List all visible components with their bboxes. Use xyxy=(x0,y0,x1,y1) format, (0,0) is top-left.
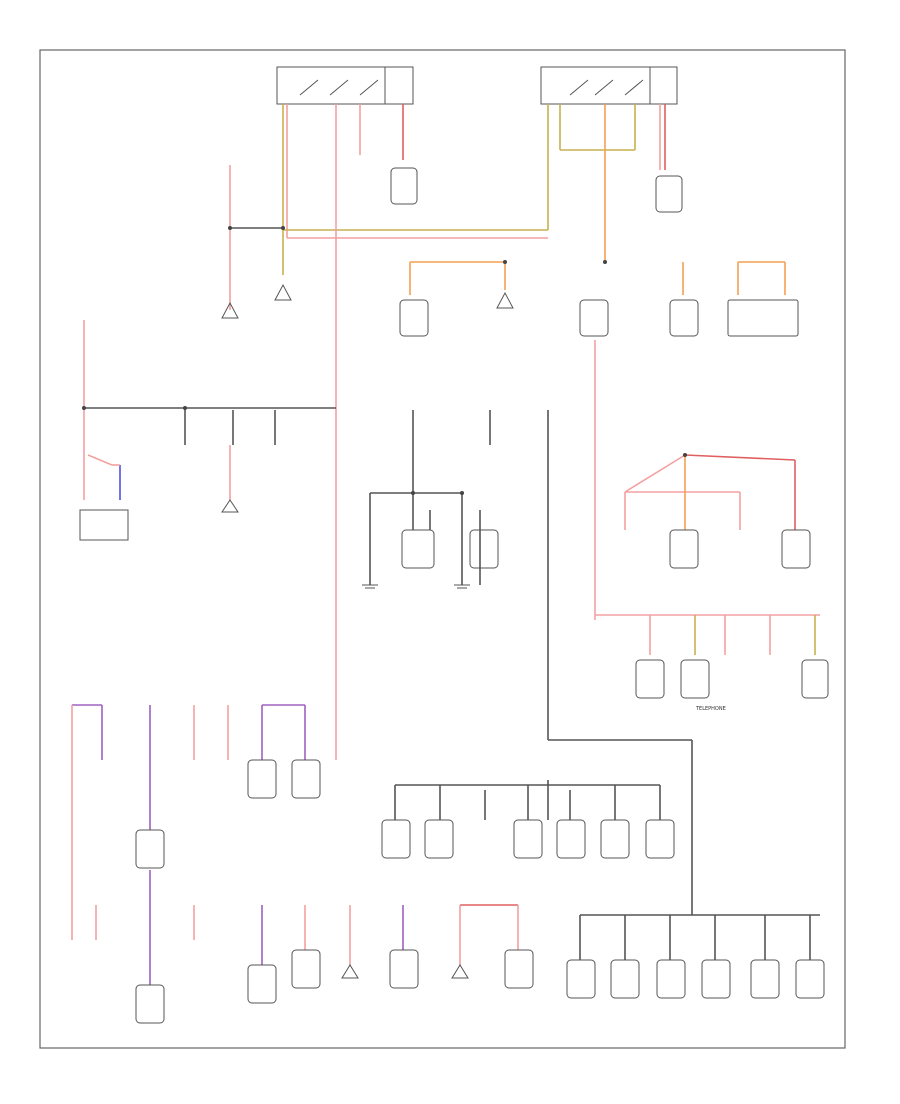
connector-top-row xyxy=(221,167,683,319)
lower-left-section xyxy=(71,704,534,1024)
label-telephone: TELEPHONE xyxy=(695,706,726,712)
lower-right-bus: TELEPHONE xyxy=(595,614,829,712)
orange-wiring-mid xyxy=(399,261,799,337)
relay-box-right xyxy=(540,66,678,105)
bottom-right-injectors xyxy=(566,914,825,999)
top-wiring xyxy=(229,104,666,760)
right-fuse-bus xyxy=(547,340,811,740)
left-fuse-bus xyxy=(79,320,336,541)
diagram-border xyxy=(39,49,846,1049)
injector-bus xyxy=(381,739,693,915)
oxygen-sensor-group xyxy=(362,410,499,589)
relay-box-left xyxy=(276,66,414,105)
